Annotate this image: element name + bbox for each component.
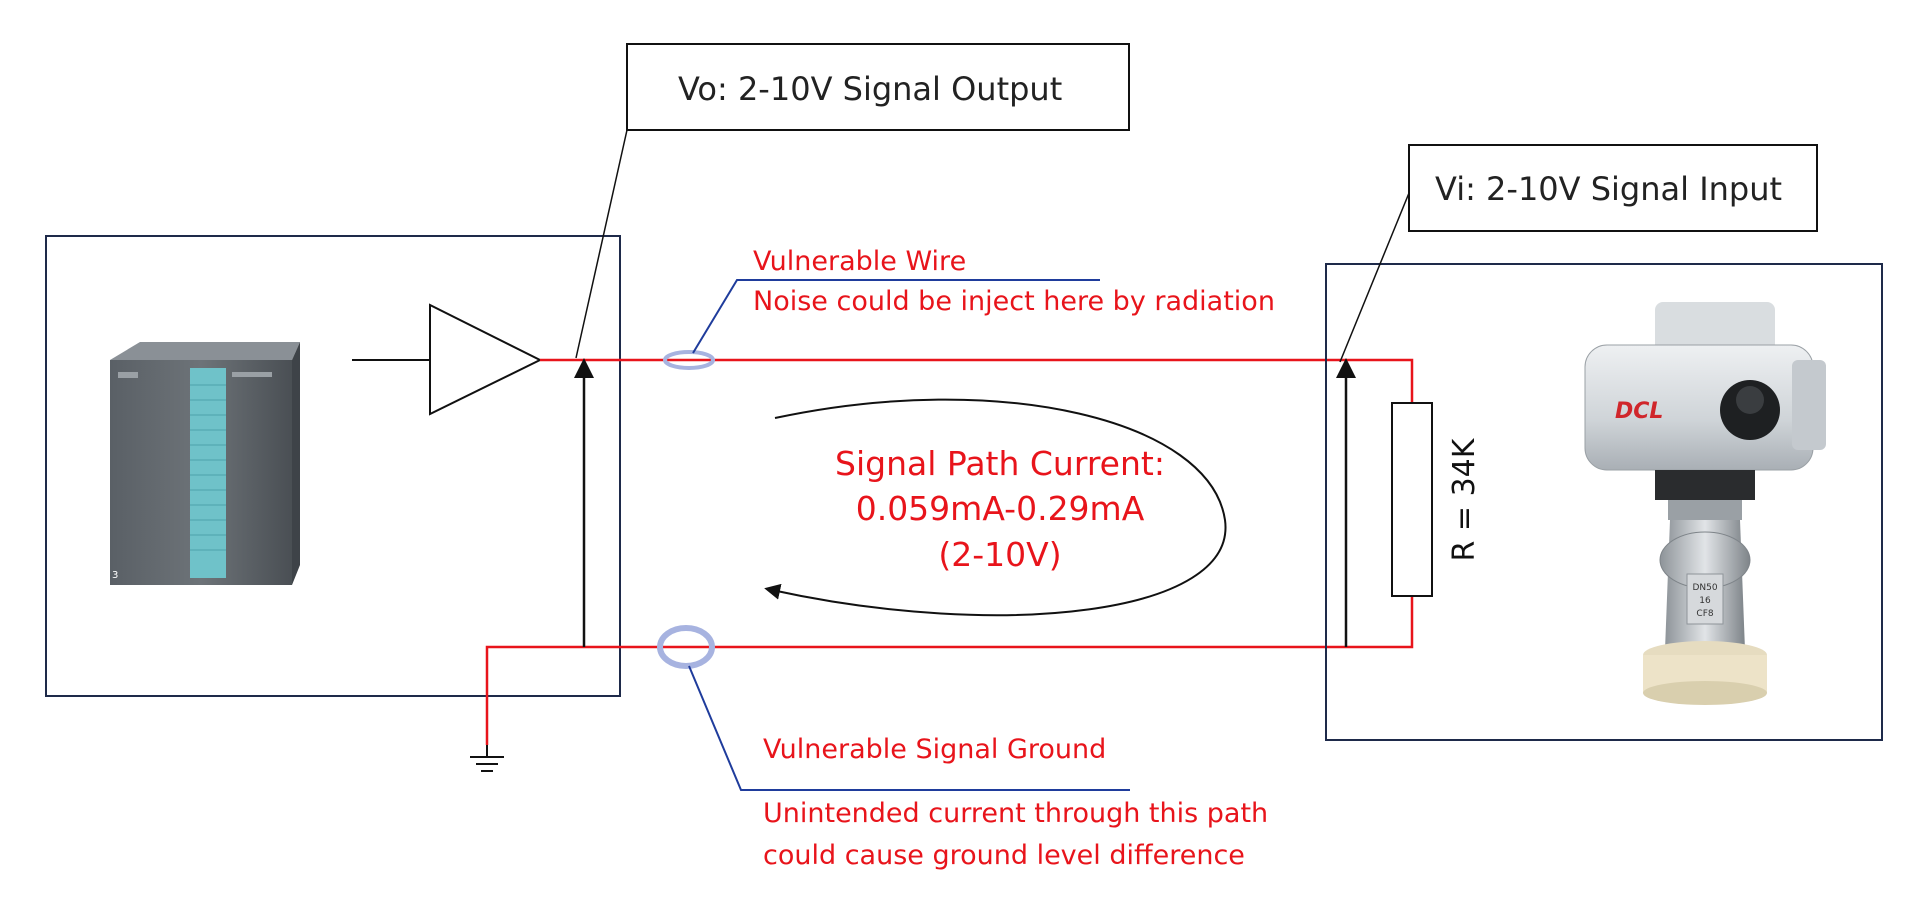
ground-note-desc-2: could cause ground level difference — [763, 840, 1245, 871]
vi-callout-leader — [1339, 192, 1410, 363]
actuator-valve-icon: DCL DN50 16 CF8 — [1584, 302, 1826, 705]
ground-note-desc-1: Unintended current through this path — [763, 798, 1268, 829]
current-loop-arrow — [764, 398, 1227, 617]
input-device-box — [1325, 263, 1883, 741]
vi-callout-text: Vi: 2-10V Signal Input — [1435, 170, 1782, 208]
output-device-box — [45, 235, 621, 697]
plc-module-icon: 3 — [110, 342, 300, 585]
signal-wire — [540, 358, 1414, 403]
actuator-brand-label: DCL — [1615, 399, 1663, 424]
valve-plate-line-3: CF8 — [1696, 609, 1713, 619]
vo-callout-box — [626, 43, 1130, 131]
wire-note-desc: Noise could be inject here by radiation — [753, 286, 1275, 317]
ground-note-leader — [688, 665, 1130, 791]
amplifier-icon — [429, 303, 543, 416]
ground-wire — [485, 596, 1414, 745]
valve-plate-line-2: 16 — [1699, 596, 1711, 606]
current-label-line-3: (2-10V) — [938, 535, 1061, 574]
wire-ferrite-ring-icon — [663, 350, 715, 370]
resistor-label: R = 34K — [1447, 437, 1482, 561]
current-label-line-2: 0.059mA-0.29mA — [856, 489, 1145, 528]
current-label-line-1: Signal Path Current: — [835, 444, 1165, 483]
vo-callout-text: Vo: 2-10V Signal Output — [678, 70, 1062, 108]
ground-ferrite-ring-icon — [657, 625, 715, 669]
ground-note-title: Vulnerable Signal Ground — [763, 734, 1106, 765]
plc-slot-label: 3 — [112, 570, 118, 581]
ground-symbol-icon — [470, 745, 504, 772]
vi-callout-box — [1408, 144, 1818, 232]
vo-callout-leader — [575, 129, 628, 359]
wire-note-title: Vulnerable Wire — [753, 246, 966, 277]
valve-plate-line-1: DN50 — [1692, 583, 1717, 593]
wire-note-leader — [692, 279, 1100, 354]
resistor-icon — [1391, 402, 1433, 597]
